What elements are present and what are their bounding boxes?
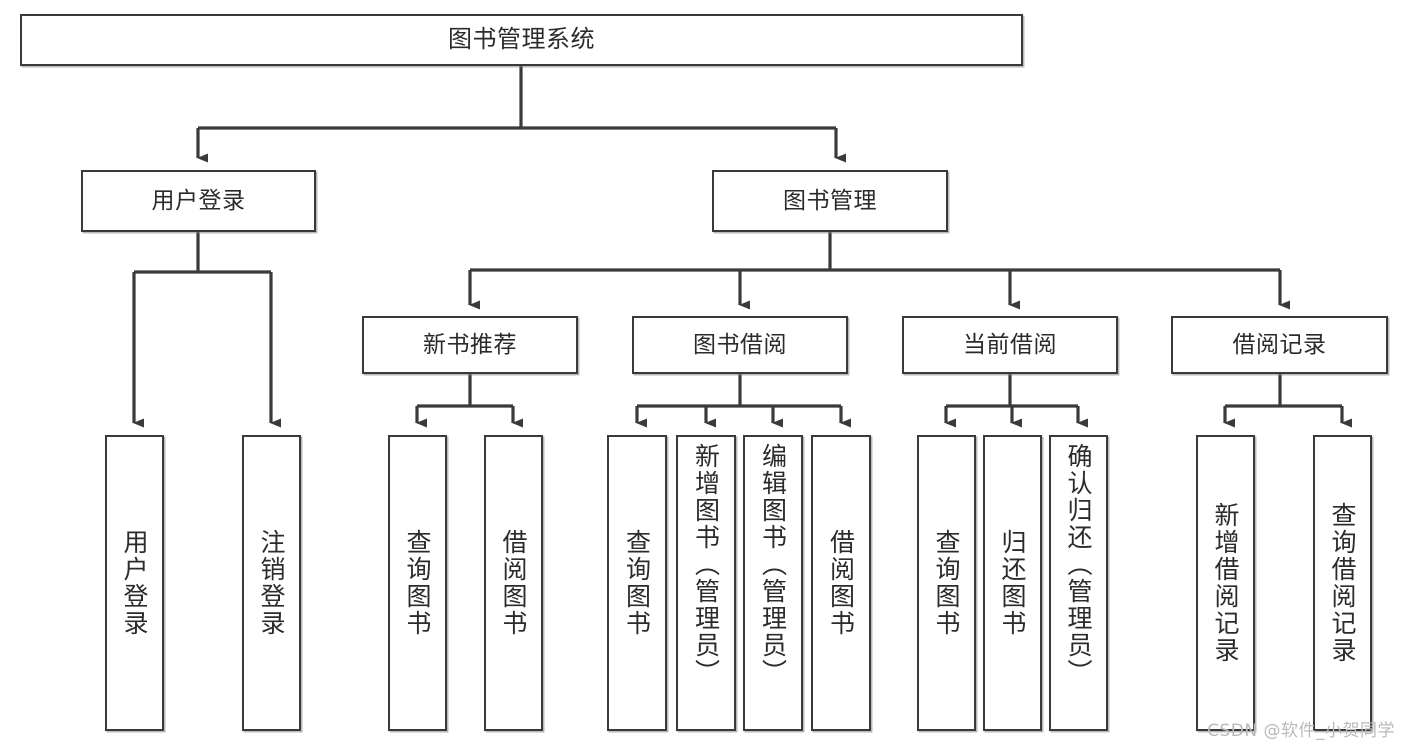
node-root-system[interactable]: 图书管理系统 — [20, 14, 1023, 66]
node-leaf-new-book-query[interactable]: 查询图书 — [388, 435, 447, 731]
node-leaf-borrow-edit-admin[interactable]: 编辑图书（管理员） — [743, 435, 803, 731]
node-label: 新增借阅记录 — [1211, 502, 1240, 664]
node-label: 查询借阅记录 — [1328, 502, 1357, 664]
node-leaf-current-query[interactable]: 查询图书 — [917, 435, 976, 731]
node-leaf-borrow-borrow[interactable]: 借阅图书 — [811, 435, 871, 731]
node-leaf-user-login-login[interactable]: 用户登录 — [105, 435, 164, 731]
node-label: 新增图书（管理员） — [691, 443, 721, 686]
node-user-login[interactable]: 用户登录 — [81, 170, 316, 232]
node-label: 借阅图书 — [499, 529, 528, 637]
node-label: 归还图书 — [998, 529, 1027, 637]
node-leaf-record-query[interactable]: 查询借阅记录 — [1313, 435, 1372, 731]
node-leaf-current-confirm-return-admin[interactable]: 确认归还（管理员） — [1049, 435, 1108, 731]
node-book-borrow[interactable]: 图书借阅 — [632, 316, 848, 374]
node-new-book-recommend[interactable]: 新书推荐 — [362, 316, 578, 374]
node-label: 查询图书 — [932, 529, 961, 637]
node-label: 借阅图书 — [826, 529, 856, 637]
csdn-watermark: CSDN @软件_小贺同学 — [1207, 721, 1395, 741]
node-label: 图书管理 — [783, 187, 877, 214]
node-label: 图书借阅 — [693, 331, 787, 358]
node-label: 用户登录 — [120, 529, 149, 637]
node-label: 查询图书 — [622, 529, 652, 637]
node-label: 借阅记录 — [1232, 331, 1327, 358]
node-label: 注销登录 — [257, 529, 286, 637]
node-leaf-borrow-add-admin[interactable]: 新增图书（管理员） — [676, 435, 736, 731]
node-current-borrow[interactable]: 当前借阅 — [902, 316, 1118, 374]
node-leaf-borrow-query[interactable]: 查询图书 — [607, 435, 667, 731]
node-leaf-record-add[interactable]: 新增借阅记录 — [1196, 435, 1255, 731]
node-label: 编辑图书（管理员） — [758, 443, 788, 686]
node-label: 用户登录 — [151, 187, 246, 214]
node-leaf-current-return[interactable]: 归还图书 — [983, 435, 1042, 731]
node-book-management[interactable]: 图书管理 — [712, 170, 948, 232]
node-label: 图书管理系统 — [448, 25, 595, 54]
node-leaf-user-login-logout[interactable]: 注销登录 — [242, 435, 301, 731]
node-leaf-new-book-borrow[interactable]: 借阅图书 — [484, 435, 543, 731]
node-label: 确认归还（管理员） — [1064, 443, 1093, 686]
node-label: 新书推荐 — [423, 331, 517, 358]
node-label: 查询图书 — [403, 529, 432, 637]
node-label: 当前借阅 — [963, 331, 1057, 358]
node-borrow-record[interactable]: 借阅记录 — [1171, 316, 1388, 374]
